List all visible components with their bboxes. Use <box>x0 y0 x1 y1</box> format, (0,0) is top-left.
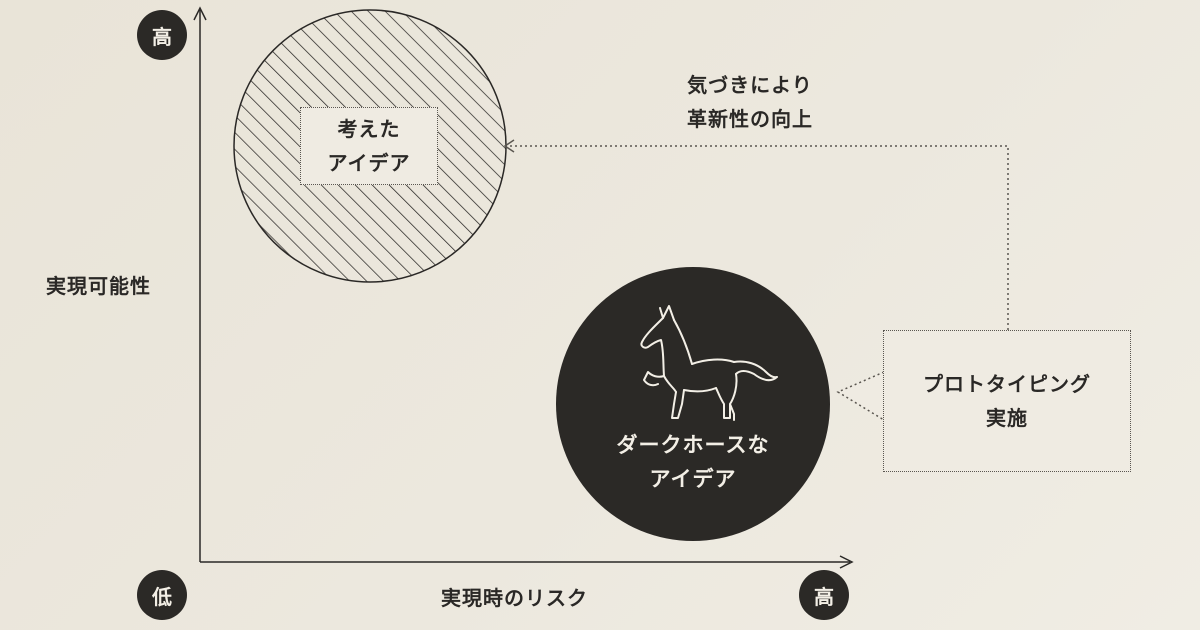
thought-idea-line1: 考えた <box>337 117 401 141</box>
prototyping-line1: プロトタイピング <box>923 372 1091 396</box>
insight-line1: 気づきにより <box>687 73 813 97</box>
dark-horse-circle <box>556 267 830 541</box>
prototyping-line2: 実施 <box>986 406 1028 430</box>
insight-line2: 革新性の向上 <box>687 107 813 131</box>
dark-horse-text: ダークホースな アイデア <box>583 428 803 496</box>
y-axis-arrowhead <box>193 6 207 21</box>
x-axis-high-badge: 高 <box>799 570 849 620</box>
y-axis-label: 実現可能性 <box>46 274 151 298</box>
horse-icon <box>640 305 778 421</box>
thought-idea-line2: アイデア <box>327 151 411 175</box>
prototyping-box: プロトタイピング 実施 <box>883 330 1131 472</box>
dark-horse-line1: ダークホースな <box>616 433 770 457</box>
origin-low-badge: 低 <box>137 570 187 620</box>
insight-text: 気づきにより 革新性の向上 <box>640 68 860 136</box>
dark-horse-line2: アイデア <box>649 467 737 491</box>
x-axis-arrowhead <box>839 555 854 569</box>
y-axis-high-badge: 高 <box>137 10 187 60</box>
thought-idea-box: 考えた アイデア <box>300 107 438 185</box>
x-axis-label: 実現時のリスク <box>441 586 588 610</box>
